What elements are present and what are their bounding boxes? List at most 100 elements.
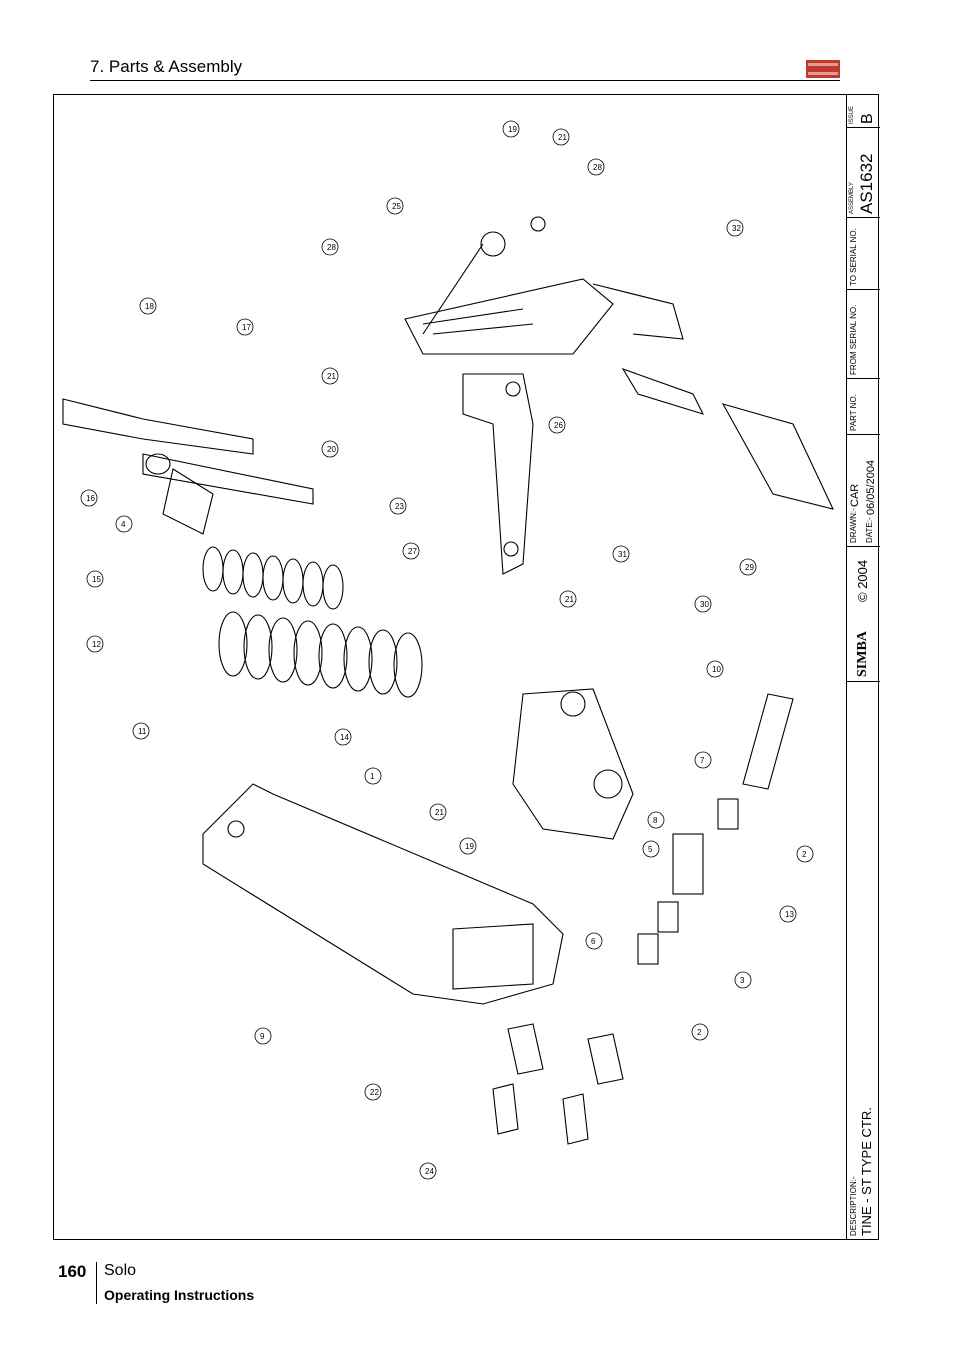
svg-text:21: 21 (565, 595, 574, 604)
description-label: DESCRIPTION:- (849, 1176, 858, 1236)
svg-text:25: 25 (392, 202, 401, 211)
svg-text:26: 26 (554, 421, 563, 430)
svg-text:30: 30 (700, 600, 709, 609)
callout-17: 17 (236, 318, 254, 336)
svg-text:2: 2 (697, 1028, 702, 1037)
brand-cell: © 2004 SIMBA (847, 547, 880, 682)
callout-10: 10 (706, 660, 724, 678)
to-serial-cell: TO SERIAL NO. (847, 218, 880, 290)
svg-text:14: 14 (340, 733, 349, 742)
callout-28: 28 (321, 238, 339, 256)
svg-text:19: 19 (465, 842, 474, 851)
exploded-assembly-drawing: 19 21 28 25 28 32 18 17 21 26 20 23 16 4… (62, 120, 834, 1180)
svg-text:2: 2 (802, 850, 807, 859)
svg-text:3: 3 (740, 976, 745, 985)
svg-text:19: 19 (508, 125, 517, 134)
callout-29: 29 (739, 558, 757, 576)
callout-1: 1 (364, 767, 382, 785)
svg-text:4: 4 (121, 520, 126, 529)
svg-text:28: 28 (593, 163, 602, 172)
svg-text:27: 27 (408, 547, 417, 556)
callout-9: 9 (254, 1027, 272, 1045)
part-no-cell: PART NO. (847, 379, 880, 435)
callout-23: 23 (389, 497, 407, 515)
callout-24: 24 (419, 1162, 437, 1180)
svg-text:5: 5 (648, 845, 653, 854)
issue-label: ISSUE (849, 105, 855, 124)
svg-text:10: 10 (712, 665, 721, 674)
callout-19: 19 (502, 120, 520, 138)
callout-21: 21 (552, 128, 570, 146)
callout-27: 27 (402, 542, 420, 560)
svg-text:22: 22 (370, 1088, 379, 1097)
copyright: © 2004 (855, 559, 870, 602)
description-value: TINE - ST TYPE CTR. (859, 1107, 874, 1236)
date-label: DATE:- (865, 517, 874, 543)
svg-text:18: 18 (145, 302, 154, 311)
svg-text:16: 16 (86, 494, 95, 503)
callout-21: 21 (429, 803, 447, 821)
callout-28: 28 (587, 158, 605, 176)
issue-value: B (859, 113, 876, 124)
drawn-label: DRAWN:- (849, 508, 858, 543)
drawn-value: CAR (849, 483, 861, 507)
footer-divider (96, 1262, 97, 1304)
from-serial-label: FROM SERIAL NO. (849, 304, 858, 375)
assembly-label: ASSEMBLY (849, 182, 855, 214)
callout-31: 31 (612, 545, 630, 563)
spring-small (202, 546, 344, 610)
drawn-date-cell: DRAWN:- CAR DATE:- 06/05/2004 (847, 435, 880, 547)
to-serial-label: TO SERIAL NO. (849, 228, 858, 286)
simba-logo (806, 60, 840, 78)
callout-7: 7 (694, 751, 712, 769)
callout-16: 16 (80, 489, 98, 507)
assembly-number: AS1632 (857, 153, 876, 215)
part-callouts: 19 21 28 25 28 32 18 17 21 26 20 23 16 4… (80, 120, 814, 1180)
page-number: 160 (58, 1262, 87, 1281)
svg-text:21: 21 (435, 808, 444, 817)
from-serial-cell: FROM SERIAL NO. (847, 290, 880, 379)
callout-19: 19 (459, 837, 477, 855)
callout-4: 4 (115, 515, 133, 533)
callout-26: 26 (548, 416, 566, 434)
svg-text:11: 11 (138, 727, 147, 736)
title-block: ISSUE B ASSEMBLY AS1632 TO SERIAL NO. FR… (846, 94, 880, 1240)
svg-text:8: 8 (653, 816, 658, 825)
callout-32: 32 (726, 219, 744, 237)
svg-text:7: 7 (700, 756, 705, 765)
callout-30: 30 (694, 595, 712, 613)
svg-text:9: 9 (260, 1032, 265, 1041)
callout-2: 2 (691, 1023, 709, 1041)
callout-2: 2 (796, 845, 814, 863)
svg-text:24: 24 (425, 1167, 434, 1176)
section-title: 7. Parts & Assembly (90, 57, 243, 76)
svg-text:13: 13 (785, 910, 794, 919)
callout-14: 14 (334, 728, 352, 746)
svg-text:29: 29 (745, 563, 754, 572)
svg-text:1: 1 (370, 772, 375, 781)
callout-18: 18 (139, 297, 157, 315)
svg-text:23: 23 (395, 502, 404, 511)
date-value: 06/05/2004 (865, 459, 877, 515)
callout-21: 21 (321, 367, 339, 385)
callout-20: 20 (321, 440, 339, 458)
product-name: Solo (104, 1262, 137, 1279)
callout-22: 22 (364, 1083, 382, 1101)
svg-text:21: 21 (327, 372, 336, 381)
manual-subtitle: Operating Instructions (104, 1287, 255, 1303)
assembly-cell: ASSEMBLY AS1632 (847, 128, 880, 218)
spring-large (218, 611, 423, 698)
simba-brand: SIMBA (855, 631, 870, 677)
header-rule (90, 80, 840, 81)
part-no-label: PART NO. (849, 394, 858, 431)
drawing-frame (53, 94, 879, 1240)
callout-6: 6 (585, 932, 603, 950)
svg-text:28: 28 (327, 243, 336, 252)
callout-3: 3 (734, 971, 752, 989)
callout-25: 25 (386, 197, 404, 215)
callout-8: 8 (647, 811, 665, 829)
callout-12: 12 (86, 635, 104, 653)
svg-text:17: 17 (242, 323, 251, 332)
callout-11: 11 (132, 722, 150, 740)
callout-21: 21 (559, 590, 577, 608)
